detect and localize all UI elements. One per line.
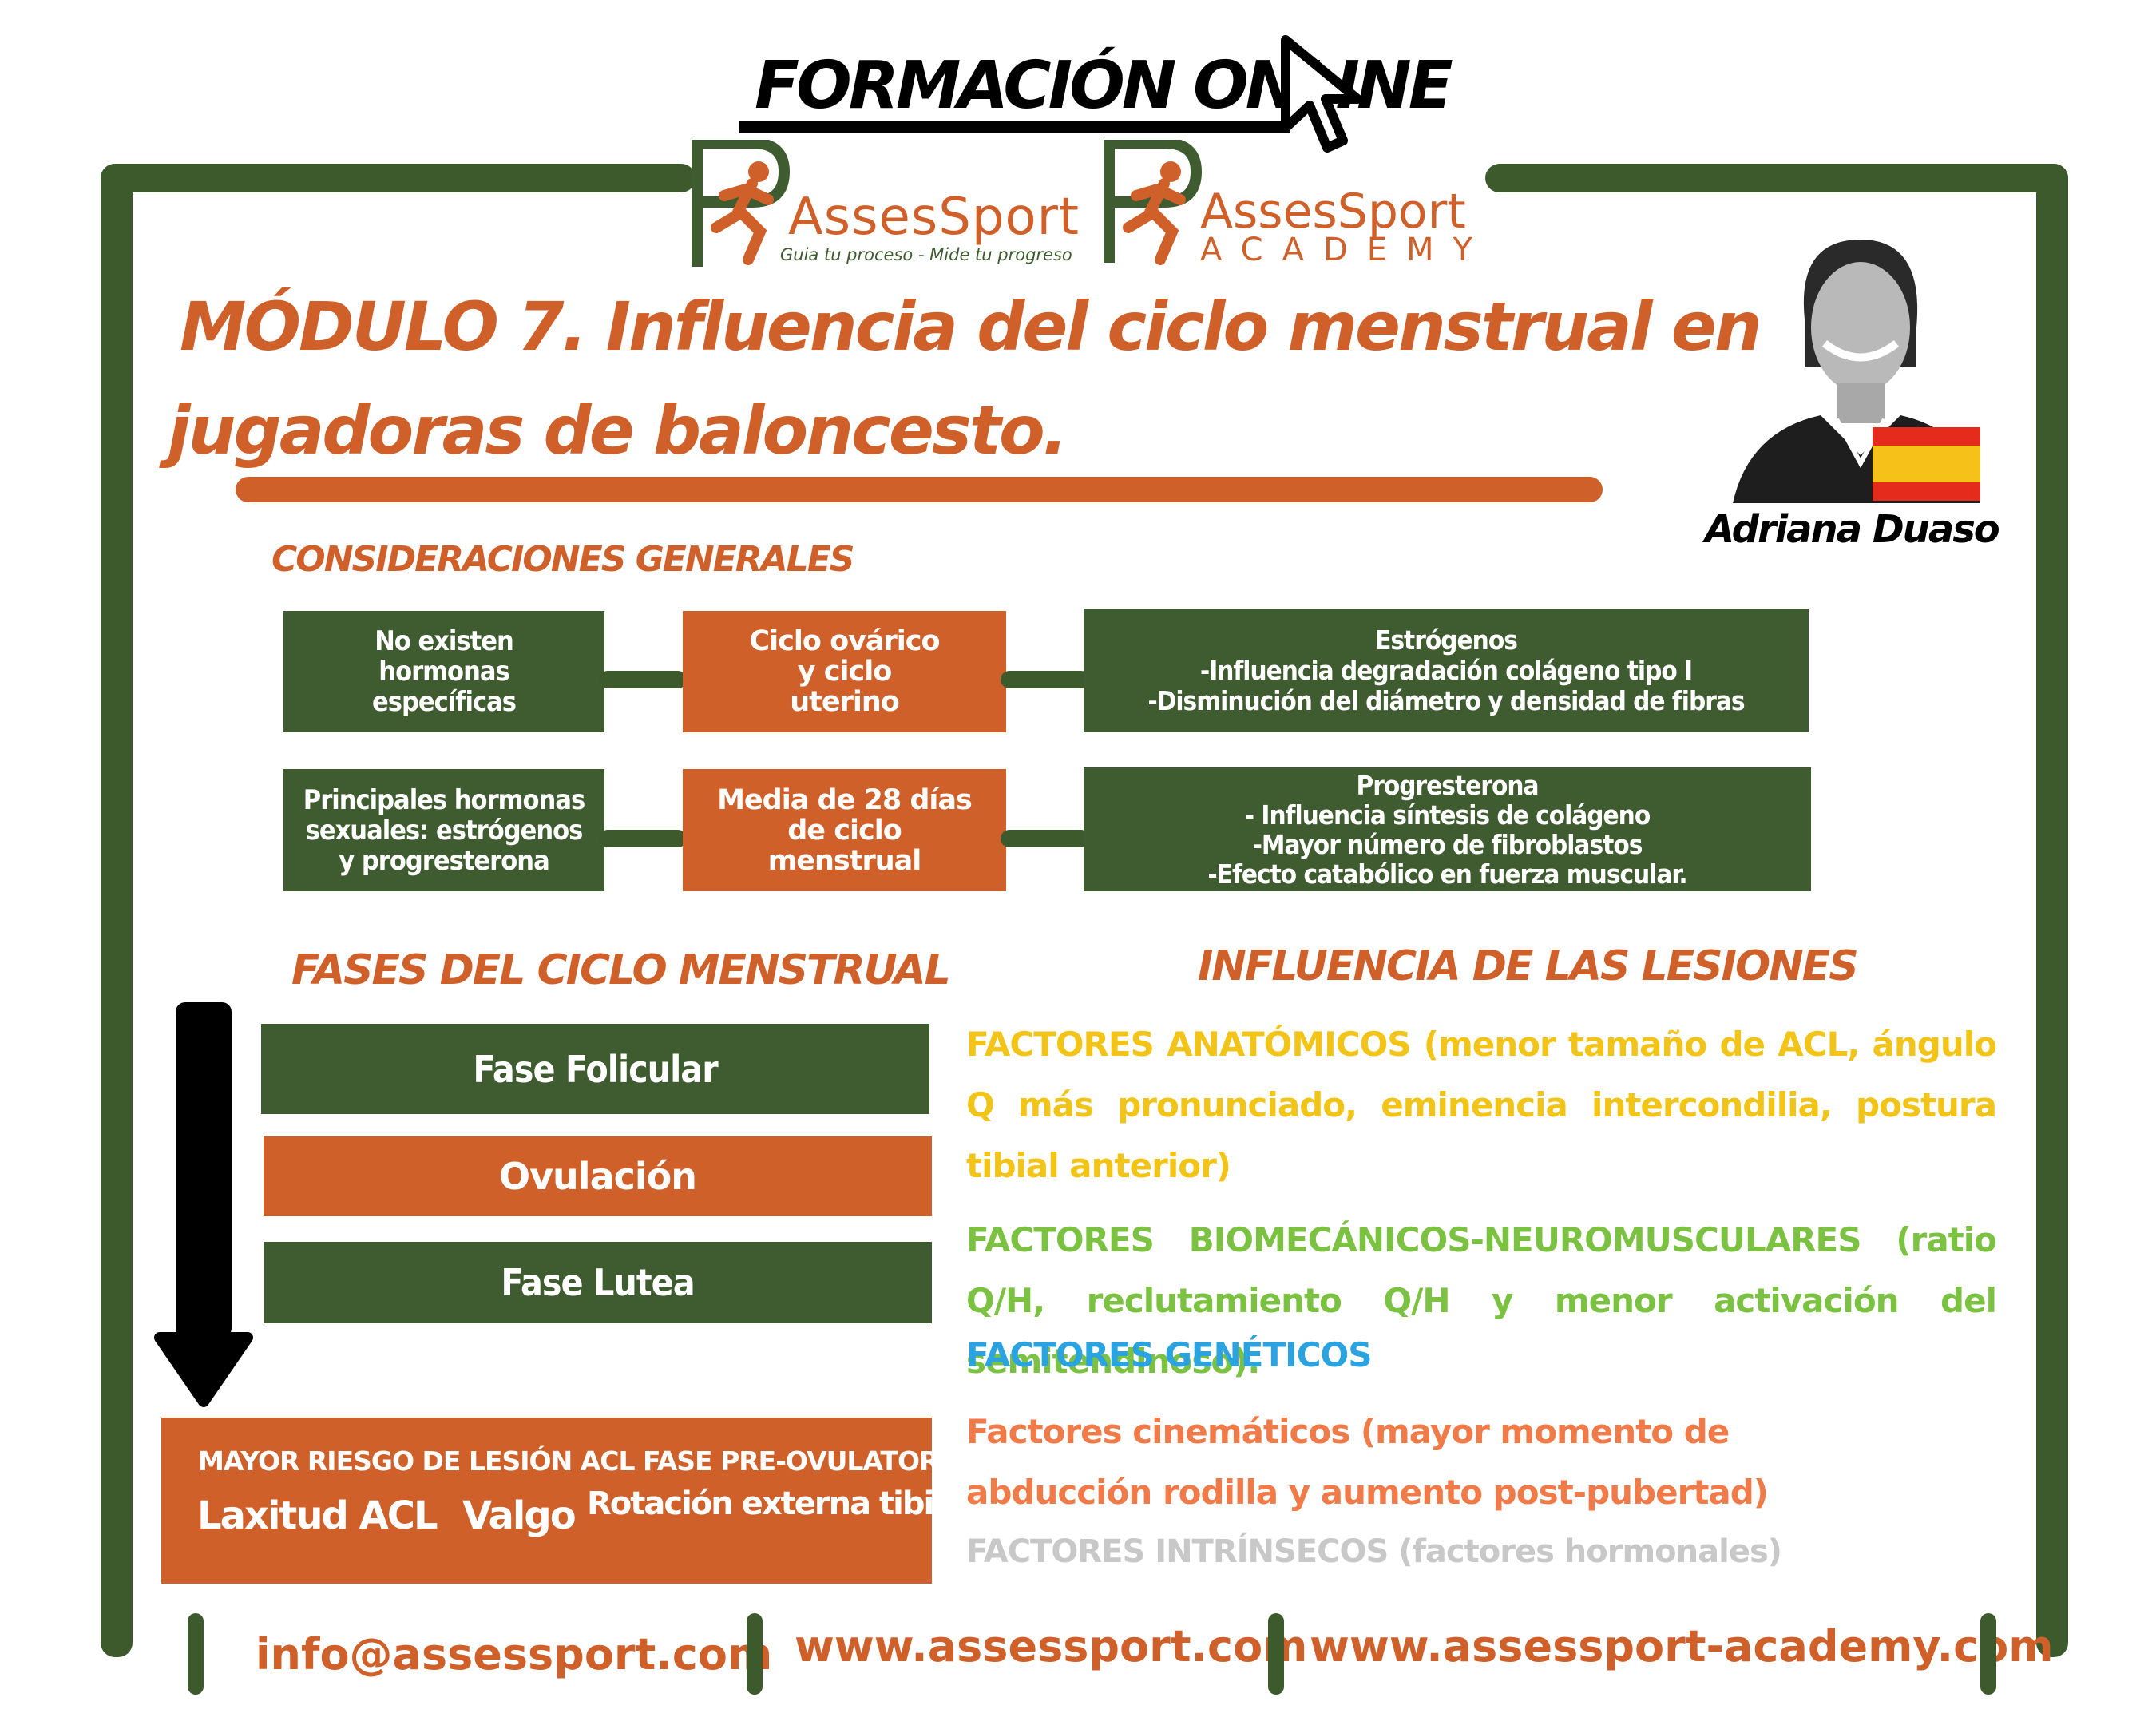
frame-top-left-bar xyxy=(101,164,696,192)
fases-title: FASES DEL CICLO MENSTRUAL xyxy=(291,946,951,994)
riesgo-laxitud: Laxitud ACL xyxy=(197,1493,438,1538)
estrogenos-title: Estrógenos xyxy=(1375,624,1518,656)
footer-separator xyxy=(188,1613,204,1695)
influencia-title: INFLUENCIA DE LAS LESIONES xyxy=(1198,942,1859,990)
down-arrow-icon xyxy=(154,1002,253,1407)
author-name: Adriana Duaso xyxy=(1705,507,2000,552)
author-photo xyxy=(1717,224,1980,503)
footer-academy-link[interactable]: www.assessport-academy.com xyxy=(1310,1621,2054,1671)
footer-separator xyxy=(1268,1613,1284,1695)
footer-email-link[interactable]: info@assessport.com xyxy=(256,1629,773,1679)
factores-cinematicos: Factores cinemáticos (mayor momento de a… xyxy=(966,1412,1769,1512)
factores-biomecanicos: FACTORES BIOMECÁNICOS-NEUROMUSCULARES (r… xyxy=(966,1220,1997,1381)
factores-anatomicos: FACTORES ANATÓMICOS (menor tamaño de ACL… xyxy=(966,1025,1997,1185)
progresterona-line: -Mayor número de fibroblastos xyxy=(1252,828,1643,860)
footer-separator xyxy=(747,1613,763,1695)
box-progresterona: Progresterona - Influencia síntesis de c… xyxy=(1084,767,1811,891)
box-principales-hormonas: Principales hormonas sexuales: estrógeno… xyxy=(283,769,604,891)
frame-left-bar xyxy=(101,164,133,1657)
riesgo-rotacion: Rotación externa tibia xyxy=(587,1485,954,1522)
fase-folicular: Fase Folicular xyxy=(261,1024,929,1114)
title-underline xyxy=(236,477,1603,502)
footer-web-link[interactable]: www.assessport.com xyxy=(795,1621,1308,1671)
academy-logo-subtitle: ACADEMY xyxy=(1200,232,1492,268)
riesgo-box: MAYOR RIESGO DE LESIÓN ACL FASE PRE-OVUL… xyxy=(161,1418,968,1584)
footer-separator xyxy=(1980,1613,1996,1695)
module-title-line2: jugadoras de baloncesto. xyxy=(168,391,1068,470)
fase-lutea: Fase Lutea xyxy=(264,1242,932,1323)
progresterona-line: - Influencia síntesis de colágeno xyxy=(1244,799,1651,831)
spain-flag-icon xyxy=(1873,427,1980,501)
assessport-logo-text: AssesSport xyxy=(788,188,1080,247)
factores-intrinsecos: FACTORES INTRÍNSECOS (factores hormonale… xyxy=(966,1533,1782,1570)
box-media-28-dias: Media de 28 días de ciclo menstrual xyxy=(683,769,1006,891)
progresterona-line: -Efecto catabólico en fuerza muscular. xyxy=(1207,858,1687,890)
factores-geneticos: FACTORES GENÉTICOS xyxy=(966,1335,1373,1374)
connector-1a xyxy=(599,671,687,688)
box-estrogenos: Estrógenos -Influencia degradación colág… xyxy=(1084,609,1809,732)
connector-1b xyxy=(1001,671,1090,688)
assessport-tagline: Guia tu proceso - Mide tu progreso xyxy=(780,245,1072,264)
runner-logo-icon xyxy=(692,140,791,267)
module-title-line1: MÓDULO 7. Influencia del ciclo menstrual… xyxy=(180,288,1762,366)
assessport-logo: AssesSport Guia tu proceso - Mide tu pro… xyxy=(688,140,1079,272)
connector-2a xyxy=(599,830,687,847)
riesgo-valgo: Valgo xyxy=(462,1493,577,1538)
frame-right-bar xyxy=(2036,164,2068,1657)
fase-ovulacion: Ovulación xyxy=(264,1136,932,1216)
box-ciclo-ovarico: Ciclo ovárico y ciclo uterino xyxy=(683,611,1006,732)
academy-logo-text: AssesSport xyxy=(1200,184,1466,240)
connector-2b xyxy=(1001,830,1090,847)
consideraciones-title: CONSIDERACIONES GENERALES xyxy=(271,539,854,580)
frame-top-right-bar xyxy=(1485,164,2068,192)
estrogenos-line: -Influencia degradación colágeno tipo I xyxy=(1199,654,1693,686)
header-underline xyxy=(739,121,1290,133)
academy-logo: AssesSport ACADEMY xyxy=(1100,140,1472,272)
runner-logo-icon xyxy=(1104,140,1203,265)
estrogenos-line: -Disminución del diámetro y densidad de … xyxy=(1147,684,1745,716)
cursor-arrow-icon xyxy=(1281,35,1362,153)
riesgo-title: MAYOR RIESGO DE LESIÓN ACL FASE PRE-OVUL… xyxy=(198,1445,968,1477)
box-no-hormonas: No existen hormonas específicas xyxy=(283,611,604,732)
progresterona-title: Progresterona xyxy=(1356,769,1539,801)
